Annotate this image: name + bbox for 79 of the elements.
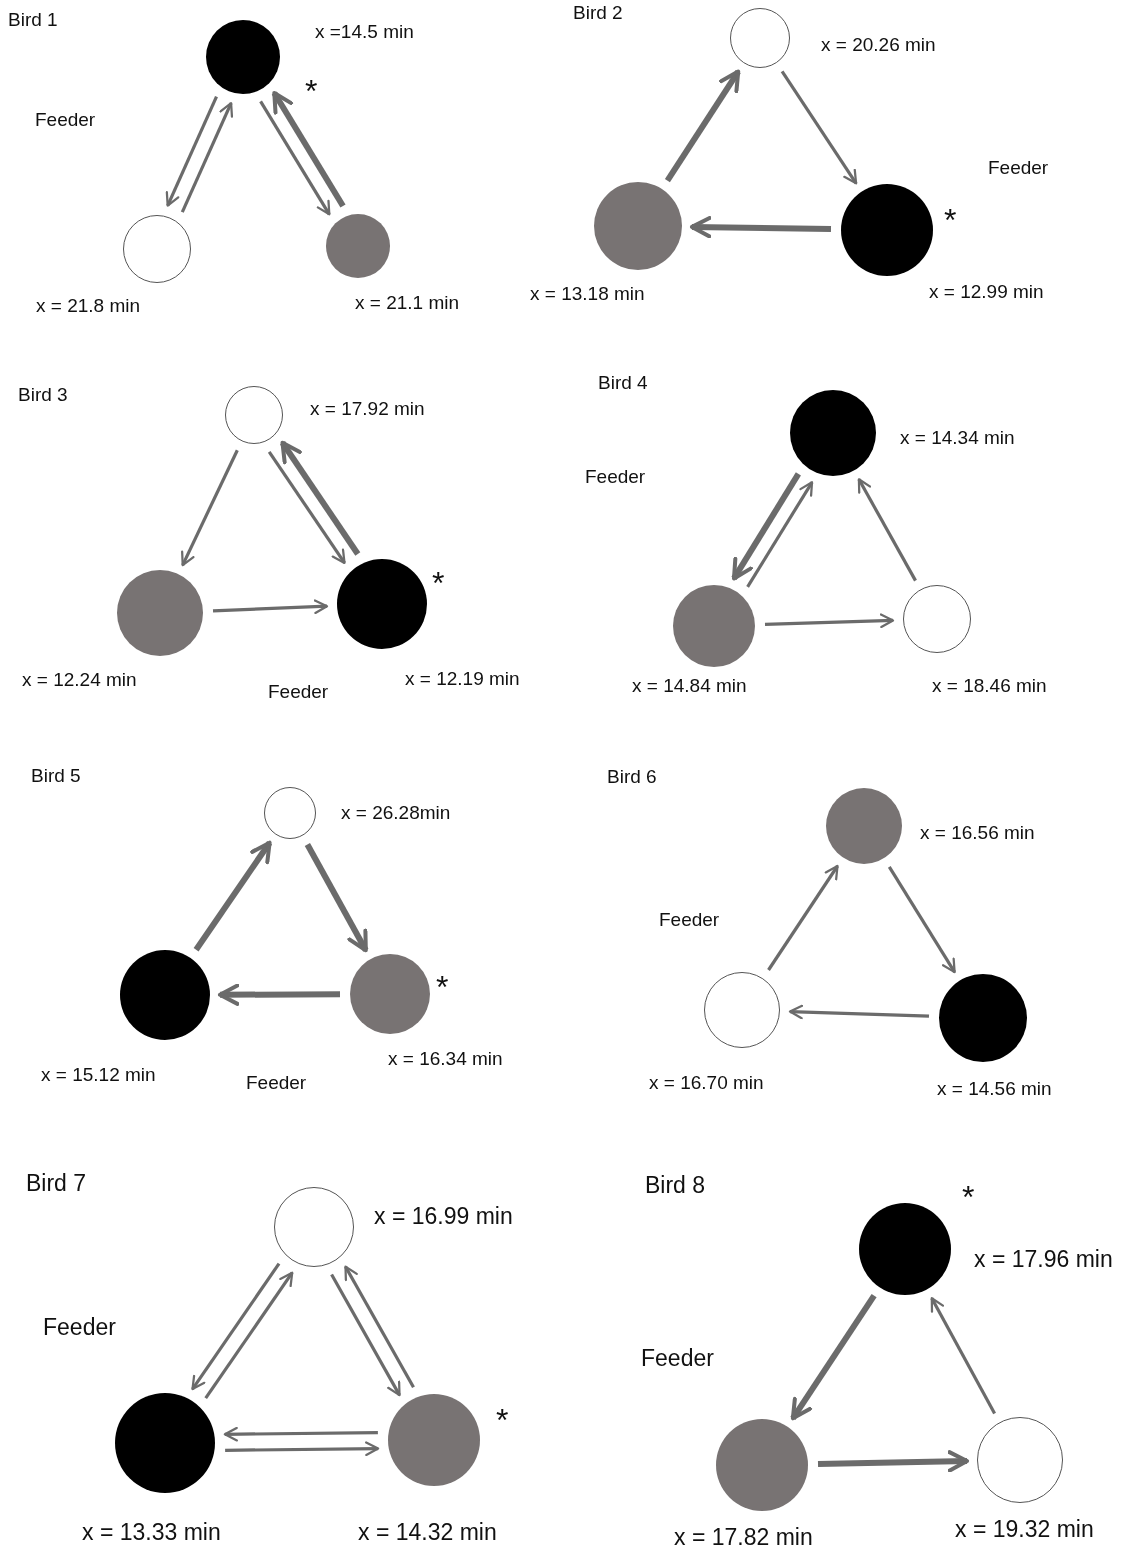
value-label: x = 13.33 min [82,1520,221,1546]
asterisk-mark: * [436,970,449,1006]
asterisk-mark: * [962,1180,975,1216]
value-label: x = 12.24 min [22,670,137,691]
panel-title: Bird 4 [598,373,648,394]
arrow [930,1297,996,1415]
value-label: x = 21.1 min [355,293,460,314]
arrow [259,100,331,216]
arrow [218,983,340,1006]
arrow [790,1294,877,1421]
feeder-label: Feeder [246,1073,307,1094]
asterisk-mark: * [305,74,318,110]
arrow [817,1450,969,1473]
arrow [767,864,839,971]
asterisk-mark: * [944,203,957,239]
asterisk-mark: * [432,566,445,602]
value-label: x = 17.92 min [310,399,425,420]
arrow [746,481,814,588]
panel-title: Bird 7 [26,1171,87,1197]
arrow [267,450,346,565]
arrow [330,1273,401,1397]
arrow [191,1262,281,1391]
feeder-label: Feeder [268,682,329,703]
panel-title: Bird 6 [607,767,657,788]
arrow [857,478,917,582]
value-label: x = 14.84 min [632,676,747,697]
panel-title: Bird 5 [31,766,81,787]
value-label: x = 17.82 min [674,1525,813,1548]
arrow [304,843,369,953]
arrow [280,440,361,556]
value-label: x = 20.26 min [821,35,936,56]
feeder-label: Feeder [585,467,646,488]
value-label: x = 12.19 min [405,669,520,690]
arrow [664,69,741,183]
arrow [764,613,895,629]
feeder-label: Feeder [35,110,96,131]
panel-title: Bird 2 [573,3,623,24]
arrow [271,91,346,208]
value-label: x = 14.32 min [358,1520,497,1546]
arrow [193,840,273,952]
feeder-label: Feeder [43,1315,116,1341]
value-label: x = 18.46 min [932,676,1047,697]
arrow [225,1441,380,1457]
value-label: x = 13.18 min [530,284,645,305]
feeder-label: Feeder [659,910,720,931]
value-label: x = 16.34 min [388,1049,503,1070]
asterisk-mark: * [496,1403,509,1439]
value-label: x = 16.99 min [374,1204,513,1230]
arrow [165,95,218,207]
arrow [181,449,239,567]
circle-node [730,8,790,68]
value-label: x = 16.70 min [649,1073,764,1094]
arrow [344,1265,415,1389]
arrow [690,216,832,239]
arrow [788,1004,930,1020]
feeder-label: Feeder [988,158,1049,179]
feeder-label: Feeder [641,1346,714,1372]
value-label: x = 15.12 min [41,1065,156,1086]
panel-title: Bird 3 [18,385,68,406]
arrow [212,599,329,615]
arrow [223,1426,378,1442]
circle-node [326,214,390,278]
value-label: x = 21.8 min [36,296,141,317]
value-label: x = 12.99 min [929,282,1044,303]
arrow [204,1271,294,1400]
arrow [887,865,956,974]
arrow [180,102,234,213]
value-label: x = 16.56 min [920,823,1035,844]
value-label: x =14.5 min [315,22,414,43]
panel-title: Bird 8 [645,1173,706,1199]
value-label: x = 14.34 min [900,428,1015,449]
value-label: x = 26.28min [341,803,451,824]
panel-title: Bird 1 [8,10,58,31]
arrow [780,70,858,185]
value-label: x = 17.96 min [974,1247,1113,1273]
arrow [731,472,801,581]
value-label: x = 19.32 min [955,1517,1094,1543]
circle-node [264,787,316,839]
value-label: x = 14.56 min [937,1079,1052,1100]
